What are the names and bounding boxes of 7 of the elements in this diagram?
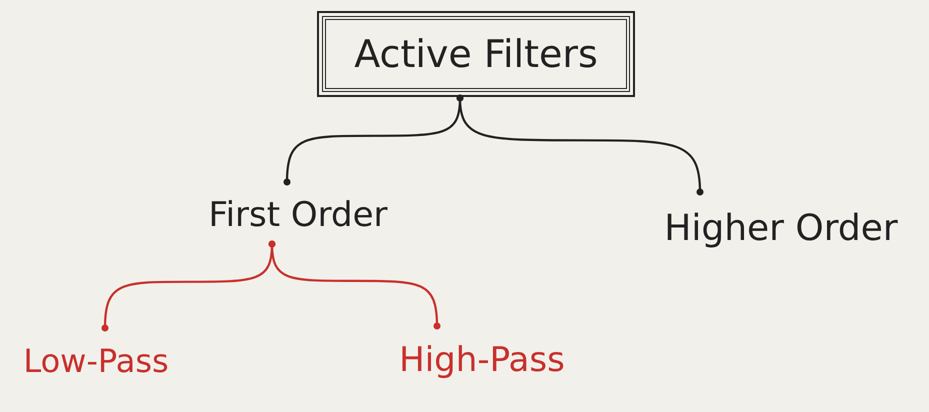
box-text: Active Filters bbox=[354, 32, 598, 76]
node-label: Higher Order bbox=[636, 200, 926, 256]
connector-line bbox=[456, 94, 704, 196]
node-label: First Order bbox=[200, 190, 396, 240]
node-label: High-Pass bbox=[382, 334, 582, 386]
node-label: Low-Pass bbox=[6, 336, 186, 386]
connector-line bbox=[268, 240, 440, 330]
